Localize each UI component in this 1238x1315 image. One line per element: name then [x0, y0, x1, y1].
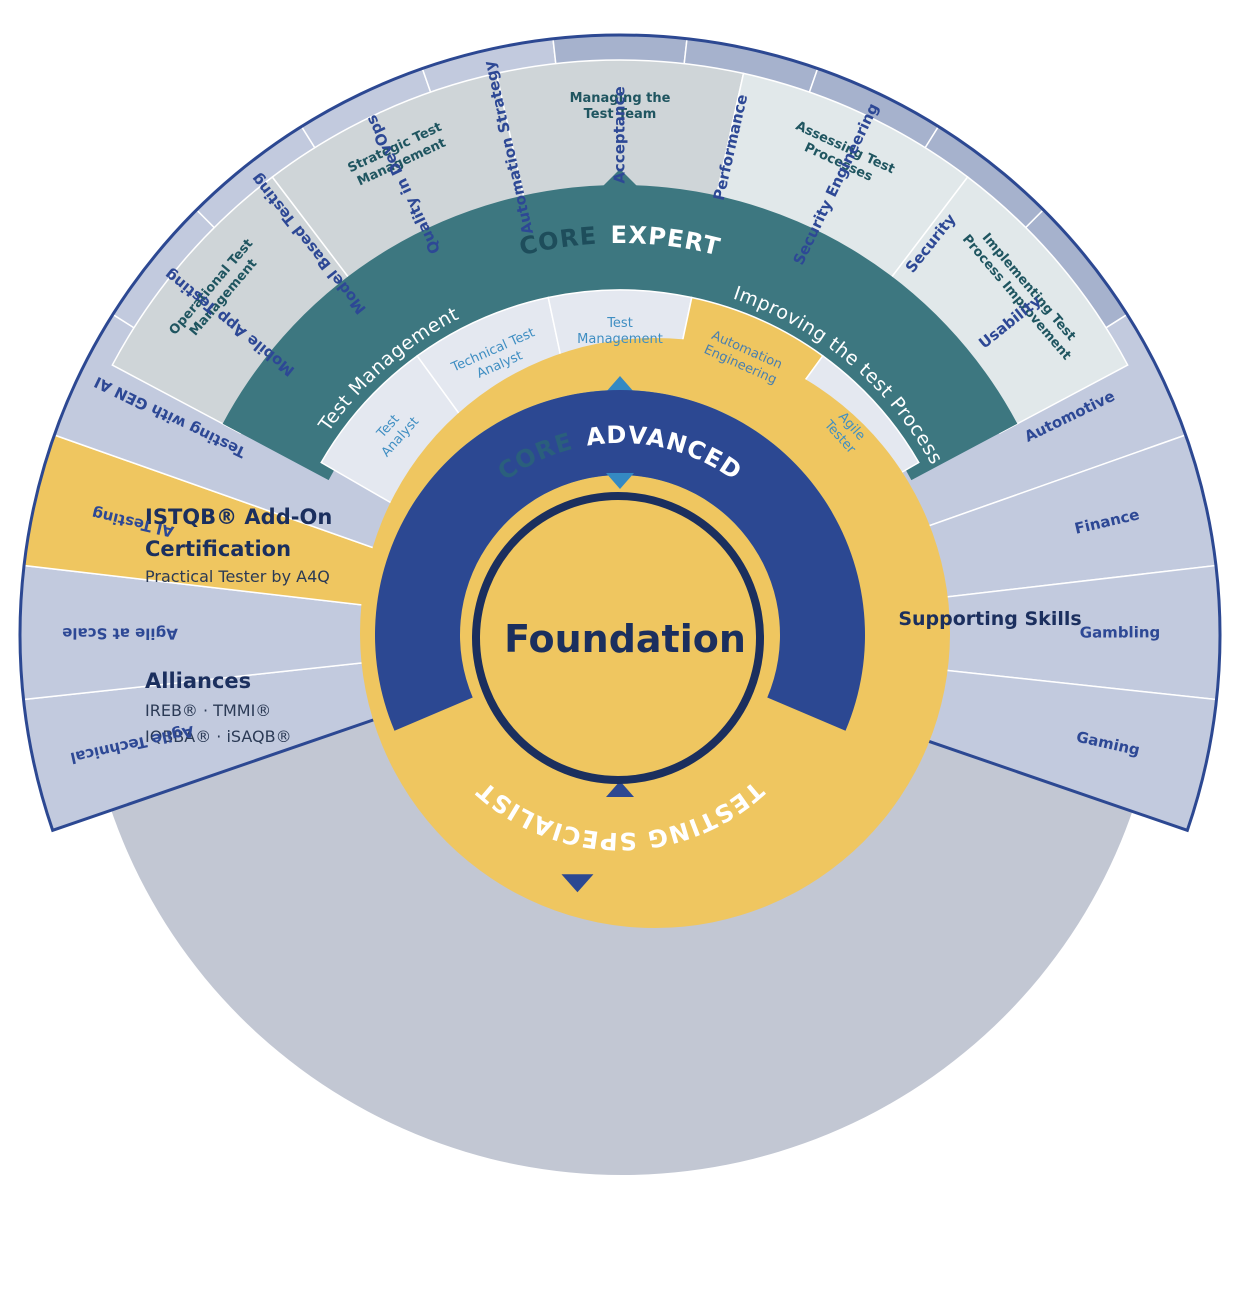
testing-specialist-notch [561, 874, 594, 893]
foundation-circle [472, 492, 764, 784]
core-expert-notch [602, 169, 638, 187]
expert-module-label-line: Test Team [584, 107, 657, 122]
specialist-inner-notch [606, 781, 634, 797]
specialist-module-label: Gambling [1080, 623, 1161, 641]
alliances-title: Alliances [145, 669, 251, 693]
addon-title-line1: ISTQB® Add-On [145, 505, 332, 529]
expert-module-label-line: Managing the [570, 91, 671, 106]
testing-specialist-band [374, 389, 865, 731]
specialist-module-label: Agile at Scale [62, 624, 178, 642]
addon-title-line2: Certification [145, 537, 291, 561]
supporting-skills-label: Supporting Skills [898, 608, 1081, 630]
alliances-line2: IQBBA® · iSAQB® [145, 727, 292, 746]
core-advanced-notch [606, 376, 634, 392]
advanced-module-label-line: Management [577, 332, 663, 347]
core-expert-band [222, 184, 1018, 481]
alliances-line1: IREB® · TMMI® [145, 701, 271, 720]
advanced-inner-notch [606, 473, 634, 489]
addon-subtitle: Practical Tester by A4Q [145, 567, 330, 586]
foundation-title: Foundation [504, 617, 746, 661]
expert-sectors [111, 59, 1129, 435]
specialist-module-label: Acceptance [611, 86, 629, 183]
advanced-module-label-line: Test [606, 316, 633, 331]
